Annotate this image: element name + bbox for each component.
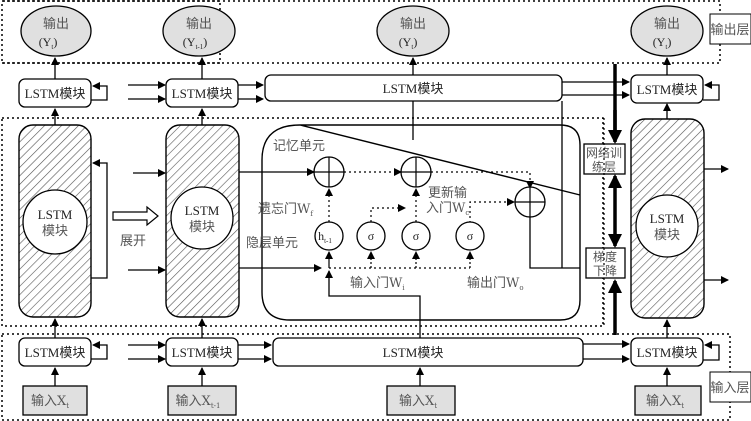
svg-text:输入Xt: 输入Xt [399,393,437,410]
svg-text:LSTM模块: LSTM模块 [172,86,233,101]
svg-text:模块: 模块 [42,224,68,239]
bottom-lstm-block-wide: LSTM模块 [272,337,630,367]
svg-text:输出: 输出 [186,16,212,32]
bottom-lstm-block-2: LSTM模块 [128,318,272,367]
svg-text:输入Xt: 输入Xt [646,393,684,410]
input-node-3: 输入Xt [386,367,456,416]
svg-text:LSTM模块: LSTM模块 [637,82,698,97]
forget-gate-label: 遗忘门Wf [258,202,314,218]
svg-text:LSTM模块: LSTM模块 [172,345,233,360]
svg-text:LSTM模块: LSTM模块 [25,345,86,360]
training-column: 网络训 练层 梯度 下降 [583,64,626,335]
svg-text:(Yt): (Yt) [399,35,418,51]
update-gate-label-2: 入门Wc [426,201,469,217]
output-layer-label: 输出层 [709,13,751,45]
svg-text:输出: 输出 [400,16,426,32]
input-layer-frame [1,333,731,421]
svg-text:输入Xt-1: 输入Xt-1 [176,393,221,410]
sigma-output-node [455,221,485,251]
input-node-2: 输入Xt-1 [167,367,237,416]
svg-text:模块: 模块 [654,228,680,243]
svg-text:模块: 模块 [189,220,215,235]
svg-text:输出: 输出 [43,16,69,32]
hidden-lstm-block-1: LSTM 模块 [18,108,108,318]
svg-text:(Yt): (Yt) [39,35,58,51]
svg-text:σ: σ [368,229,375,243]
output-node-4: 输出 (Yt) [630,5,704,57]
bottom-lstm-block-1: LSTM模块 [18,318,108,367]
input-gate-label: 输入门Wi [350,275,405,292]
top-lstm-block-2: LSTM模块 [128,57,264,108]
bottom-lstm-block-4: LSTM模块 [630,319,720,367]
svg-text:LSTM模块: LSTM模块 [25,86,86,101]
svg-text:网络训: 网络训 [586,145,622,160]
svg-text:输入Xt: 输入Xt [31,393,69,410]
svg-text:下降: 下降 [593,264,617,278]
top-lstm-block-1: LSTM模块 [18,57,108,108]
top-lstm-block-wide: LSTM模块 [264,57,630,102]
svg-text:输出: 输出 [654,16,680,32]
svg-text:LSTM模块: LSTM模块 [383,81,444,96]
hidden-layer-frame [1,117,604,327]
svg-text:LSTM模块: LSTM模块 [637,345,698,360]
svg-text:LSTM: LSTM [185,203,220,218]
output-layer-boundary [2,0,721,64]
hidden-unit-label: 隐层单元 [246,236,298,251]
svg-text:输出层: 输出层 [710,22,749,38]
output-node-2: 输出 (Yt-1) [162,5,236,57]
hidden-lstm-block-4: LSTM 模块 [630,103,729,319]
memory-unit-label: 记忆单元 [273,138,325,154]
lstm-cell-detail: 记忆单元 遗忘门Wf 更新输 入门Wc 隐层单元 ht-1 σ σ σ [239,101,581,340]
svg-text:输入层: 输入层 [710,380,749,396]
svg-text:LSTM模块: LSTM模块 [383,345,444,360]
gradient-descent-box [585,247,626,279]
output-node-1: 输出 (Yt) [20,5,92,57]
input-layer-label: 输入层 [709,371,751,403]
output-node-3: 输出 (Yt) [376,5,450,57]
svg-text:展开: 展开 [120,234,146,249]
output-gate-label: 输出门Wo [467,275,524,292]
svg-text:σ: σ [467,229,474,243]
update-gate-label-1: 更新输 [428,185,467,201]
hidden-lstm-block-2: LSTM 模块 [128,108,240,318]
svg-text:梯度: 梯度 [593,249,617,264]
svg-text:LSTM: LSTM [650,211,685,226]
svg-text:LSTM: LSTM [38,207,73,222]
svg-text:ht-1: ht-1 [318,229,332,245]
top-lstm-block-4: LSTM模块 [630,57,720,104]
unfold-arrow: 展开 [112,205,159,249]
svg-text:练层: 练层 [592,159,616,174]
svg-text:σ: σ [413,229,420,243]
svg-text:(Yt-1): (Yt-1) [183,35,207,51]
svg-text:(Yt): (Yt) [653,35,672,51]
input-node-4: 输入Xt [634,367,702,416]
input-node-1: 输入Xt [22,367,88,416]
